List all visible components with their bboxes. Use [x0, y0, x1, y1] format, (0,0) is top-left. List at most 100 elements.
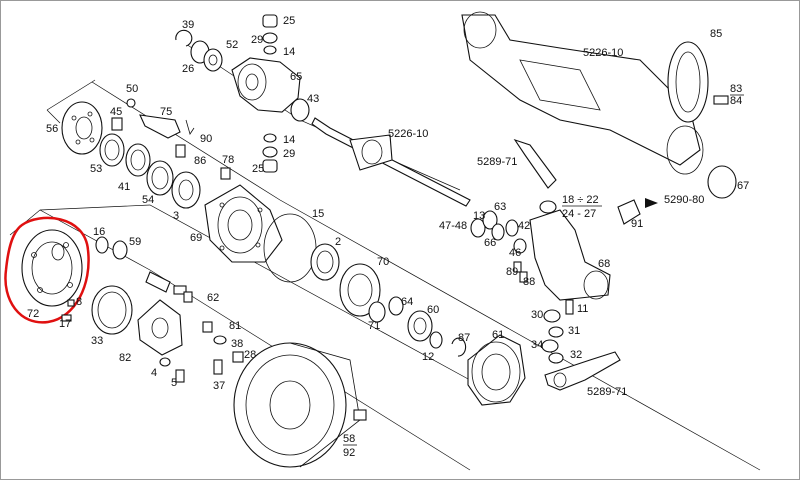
callout-label-l11: 11	[577, 303, 588, 315]
washer-4	[159, 357, 171, 367]
bolt-45	[111, 117, 123, 131]
bolt-78	[220, 167, 231, 180]
gasket-85	[667, 41, 709, 123]
gear-59	[112, 240, 128, 260]
ring-gear-70	[339, 263, 381, 317]
planetary-cover-61	[467, 334, 526, 406]
callout-label-l8: 8	[76, 296, 82, 308]
stud-group-62	[145, 271, 193, 303]
steering-arm-upper	[513, 138, 557, 189]
callout-label-l52: 52	[226, 39, 238, 51]
cap-25-bottom	[262, 159, 278, 173]
washer-32	[548, 352, 564, 364]
steering-arm-lower	[544, 351, 621, 391]
washer-16	[95, 236, 109, 254]
callout-label-l28: 28	[244, 349, 256, 361]
cover-72	[21, 229, 83, 307]
callout-label-l30: 30	[531, 309, 543, 321]
washer-14-bottom	[263, 133, 277, 143]
callout-label-l88: 88	[523, 276, 535, 288]
callout-label-l69: 69	[190, 232, 202, 244]
callout-label-l17: 17	[59, 318, 71, 330]
callout-label-l26: 26	[182, 63, 194, 75]
bolt-drum	[353, 409, 367, 421]
hub-body-69	[204, 184, 283, 263]
callout-label-l86: 86	[194, 155, 206, 167]
bolt-28	[232, 351, 244, 363]
flange-56	[61, 101, 103, 155]
ring-34	[541, 339, 559, 353]
gear-60	[407, 310, 433, 342]
callout-label-l39: 39	[182, 19, 194, 31]
bolt-88	[519, 271, 528, 283]
arrow-5290-80	[645, 198, 658, 208]
callout-label-l65: 65	[290, 71, 302, 83]
snap-ring-39	[175, 29, 193, 47]
callout-label-l25a: 25	[283, 15, 295, 27]
callout-label-l68: 68	[598, 258, 610, 270]
bearing-42	[505, 219, 519, 237]
callout-label-l4748: 47-48	[439, 220, 467, 232]
callout-label-l32: 32	[570, 349, 582, 361]
callout-label-l18: 18 ÷ 22	[562, 194, 599, 206]
callout-label-l67: 67	[737, 180, 749, 192]
ring-66	[491, 223, 505, 241]
seal-53	[99, 133, 125, 167]
callout-label-l33: 33	[91, 335, 103, 347]
callout-label-l50: 50	[126, 83, 138, 95]
plug-17	[61, 314, 72, 322]
callout-label-l5289a: 5289-71	[477, 156, 517, 168]
washer-18	[539, 200, 557, 214]
seal-67	[707, 165, 737, 199]
bolt-37	[213, 359, 223, 375]
lever-75	[139, 114, 181, 139]
bolt-81	[202, 321, 213, 333]
highlight-outline	[4, 216, 90, 324]
callout-label-l72: 72	[27, 308, 39, 320]
callout-label-l64: 64	[401, 296, 413, 308]
callout-label-l91: 91	[631, 218, 643, 230]
pinion-flange-group	[175, 14, 310, 173]
callout-label-l92: 92	[343, 447, 355, 459]
nut-50	[126, 98, 136, 108]
callout-label-l42: 42	[518, 220, 530, 232]
callout-label-l66: 66	[484, 237, 496, 249]
callout-label-l60: 60	[427, 304, 439, 316]
callout-label-l54: 54	[142, 194, 154, 206]
bearing-43	[290, 98, 310, 122]
bearing-2	[310, 243, 340, 281]
callout-label-l61: 61	[492, 329, 504, 341]
bushing-63	[482, 210, 498, 230]
callout-label-l56: 56	[46, 123, 58, 135]
pin-11	[565, 299, 574, 315]
callout-label-l5290: 5290-80	[664, 194, 704, 206]
callout-label-l82: 82	[119, 352, 131, 364]
callout-label-l53: 53	[90, 163, 102, 175]
callout-label-l45: 45	[110, 106, 122, 118]
spline-71	[368, 301, 386, 323]
callout-label-l5289b: 5289-71	[587, 386, 627, 398]
callout-label-l58: 58	[343, 433, 355, 445]
callout-label-l24: 24 - 27	[562, 208, 596, 220]
bolt-89	[513, 261, 522, 273]
washer-13	[470, 218, 486, 238]
callout-label-l62: 62	[207, 292, 219, 304]
brake-drum-58	[233, 342, 361, 468]
callout-label-l14a: 14	[283, 46, 295, 58]
washer-14-top	[263, 45, 277, 55]
ring-41	[125, 143, 151, 177]
callout-label-l75: 75	[160, 106, 172, 118]
shaft-joint	[349, 134, 393, 171]
callout-label-l16: 16	[93, 226, 105, 238]
callout-label-l81: 81	[229, 320, 241, 332]
callout-label-l89: 89	[506, 266, 518, 278]
callout-label-l29b: 29	[283, 148, 295, 160]
washer-12	[429, 331, 443, 349]
callout-label-l25b: 25	[252, 163, 264, 175]
callout-label-l5: 5	[171, 377, 177, 389]
pin-8	[67, 299, 75, 307]
callout-label-l37: 37	[213, 380, 225, 392]
washer-31	[548, 326, 564, 338]
seal-52	[203, 48, 223, 72]
